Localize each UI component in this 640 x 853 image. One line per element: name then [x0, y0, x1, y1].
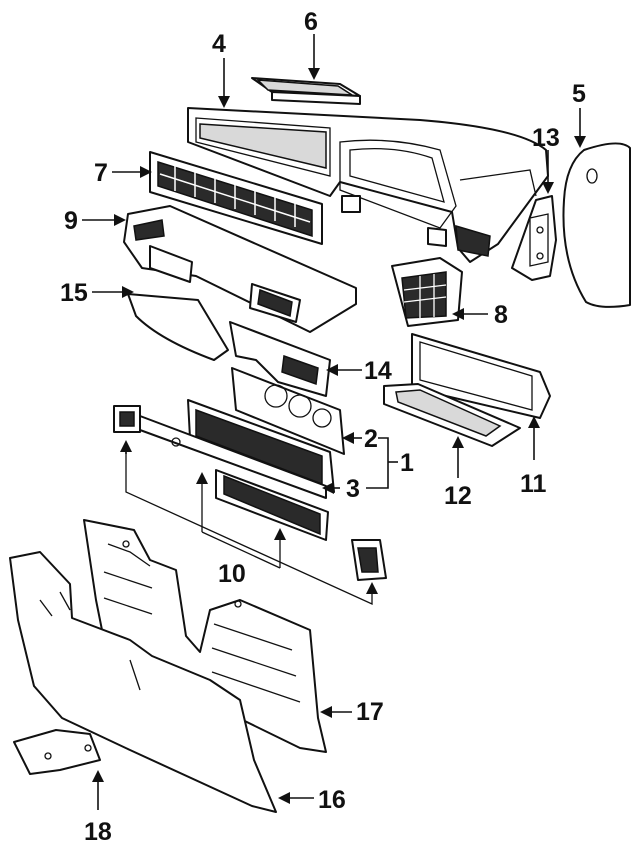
callout-4: 4: [212, 30, 226, 58]
part-trim-plate-guides: [125, 446, 373, 606]
callout-13: 13: [532, 124, 560, 152]
callout-18: 18: [84, 818, 112, 846]
part-defroster-grille: [251, 77, 361, 105]
leader-lines: [82, 34, 586, 810]
callout-14: 14: [364, 357, 392, 385]
part-center-vent: [149, 151, 323, 245]
callout-16: 16: [318, 786, 346, 814]
callout-3: 3: [346, 475, 360, 503]
part-cluster-trim: [187, 399, 335, 493]
part-side-bracket: [511, 195, 557, 281]
part-closeout-panel: [9, 551, 277, 813]
callout-15: 15: [60, 279, 88, 307]
part-side-cap: [562, 142, 631, 308]
part-center-lower-panel: [229, 321, 331, 397]
callout-1: 1: [400, 449, 414, 477]
part-instrument-panel-pad: [187, 107, 549, 263]
callout-12: 12: [444, 482, 472, 510]
part-glove-box-door: [383, 383, 521, 447]
part-side-vent: [391, 257, 463, 327]
callout-6: 6: [304, 8, 318, 36]
callout-9: 9: [64, 207, 78, 235]
callout-labels: 4 6 5 13 7 9 15 8 14 2 1 3 11 12 10 17 1…: [60, 8, 586, 846]
part-knee-panel-left: [127, 293, 229, 361]
part-lower-trim: [123, 205, 357, 333]
callout-7: 7: [94, 159, 108, 187]
part-trim-plate-center: [215, 469, 329, 541]
callout-11: 11: [520, 470, 547, 498]
callout-10: 10: [218, 560, 246, 588]
callout-2: 2: [364, 425, 378, 453]
part-trim-plate-left: [113, 405, 327, 499]
part-trim-plate-right: [351, 539, 387, 581]
part-glove-box: [411, 333, 551, 419]
part-small-bracket: [13, 729, 101, 775]
callout-17: 17: [356, 698, 384, 726]
callout-5: 5: [572, 80, 586, 108]
callout-8: 8: [494, 301, 508, 329]
part-cluster-bezel: [231, 367, 345, 455]
